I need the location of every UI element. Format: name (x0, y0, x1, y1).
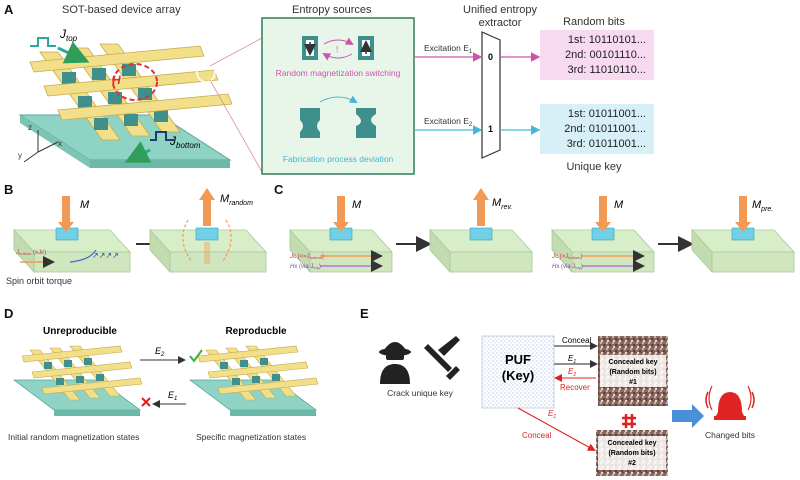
sword-icon (424, 336, 460, 380)
unique-key-row: 3rd: 01011001... (567, 138, 646, 150)
unique-key-box (540, 104, 654, 154)
unique-key-title: Unique key (566, 161, 622, 173)
panel-c-m-rev: Mrev. (492, 197, 512, 211)
axis-y: y (18, 151, 22, 160)
pulse-top-icon (30, 37, 56, 47)
panel-e-letter: E (360, 306, 369, 321)
puf-label: PUF (505, 352, 531, 367)
random-bits-title: Random bits (563, 16, 625, 28)
unreproducible-label: Unreproducible (43, 326, 117, 337)
excitation-2-label: Excitation E2 (424, 116, 473, 128)
panel-c-m1: M (352, 199, 362, 211)
key1-line: Concealed key (608, 359, 657, 366)
random-bits-row: 3rd: 11010110... (568, 64, 647, 76)
panel-c-letter: C (274, 182, 284, 197)
e1-top-label: E1 (568, 354, 576, 365)
j-top-label: Jtop (59, 27, 78, 43)
panel-c-jc2: Jc (>Jbottom) (551, 254, 582, 260)
switch-symbol: ! (336, 45, 338, 54)
alarm-bell-icon (705, 385, 755, 420)
panel-b-m-random: Mrandom (220, 193, 253, 207)
svg-text:↗↗↗↗: ↗↗↗↗ (92, 251, 119, 260)
panel-c-hx1: Hx (via Jtop) (290, 264, 321, 270)
switch-up-icon (358, 36, 374, 60)
cross-icon (141, 397, 151, 407)
panel-c-jc1: Jc (<=Jbottom) (289, 254, 324, 260)
mux-1: 1 (488, 124, 493, 134)
pulse-bottom-icon (150, 131, 174, 141)
panel-d-e2: E2 (155, 346, 165, 358)
fab-deviation-label: Fabrication process deviation (283, 154, 394, 164)
extractor-title-1: Unified entropy (463, 4, 537, 16)
entropy-sources-box (261, 17, 415, 175)
fab-device-2-icon (356, 108, 376, 138)
e2-top-label: E2 (568, 367, 576, 378)
panel-c-slab-3 (551, 227, 655, 274)
entropy-title: Entropy sources (292, 4, 372, 16)
device-array-title: SOT-based device array (62, 4, 181, 16)
crack-key-label: Crack unique key (387, 388, 453, 398)
axis-x: x (58, 139, 62, 148)
panel-b-caption: Spin orbit torque (6, 276, 72, 286)
key2-line: Concealed key (607, 440, 656, 447)
hacker-icon (379, 342, 411, 384)
mux-0: 0 (488, 52, 493, 62)
not-equal-icon (622, 414, 636, 428)
m-random-arrow-icon (199, 188, 215, 200)
panel-b-m: M (80, 199, 90, 211)
panel-c-slab-1 (289, 227, 393, 274)
blue-arrow-icon (672, 404, 704, 428)
j-bottom-label: Jbottom (169, 134, 201, 150)
panel-d-letter: D (4, 306, 13, 321)
random-bits-row: 2nd: 00101110... (565, 49, 646, 61)
panel-c-m-pre: Mpre. (752, 199, 773, 213)
panel-b-slab-left: ↗↗↗↗ (13, 227, 131, 274)
puf-key-label: (Key) (502, 368, 535, 383)
fab-device-1-icon (300, 108, 320, 138)
m-arrow-icon (58, 222, 74, 232)
sot-device-array (18, 43, 233, 168)
highlight-circle (196, 61, 216, 83)
panel-a-letter: A (4, 2, 14, 17)
panel-b-letter: B (4, 182, 13, 197)
conceal-top-label: Conceal (562, 336, 592, 345)
excitation-1-label: Excitation E1 (424, 43, 473, 55)
conceal-bottom-arrow (517, 407, 596, 451)
random-switching-label: Random magnetization switching (276, 68, 401, 78)
switch-down-icon (302, 36, 318, 60)
e1-bottom-label: E1 (548, 409, 556, 420)
recover-label: Recover (560, 383, 590, 392)
field-loop-icon (112, 63, 158, 101)
h-field-label: H (112, 73, 121, 87)
panel-d-right-caption: Specific magnetization states (196, 432, 306, 442)
random-bits-row: 1st: 10110101... (568, 34, 646, 46)
unique-key-row: 1st: 01011001... (568, 108, 646, 120)
panel-b-slab-right (149, 227, 267, 274)
panel-c-slab-2 (429, 227, 533, 274)
conceal-bottom-label: Conceal (522, 431, 552, 440)
panel-d-left-caption: Initial random magnetization states (8, 432, 139, 442)
random-bits-box (540, 30, 654, 80)
panel-c-slab-4 (691, 227, 795, 274)
panel-c-hx2: Hx (via Jtop) (552, 264, 583, 270)
panel-d-e1: E1 (168, 390, 177, 402)
key2-line: (Random bits) (608, 450, 655, 457)
panel-b-j-label: Jbottom (≥Jc) (15, 250, 46, 256)
key1-line: (Random bits) (609, 369, 656, 376)
key2-line: #2 (628, 460, 636, 467)
array-right (188, 345, 319, 416)
reproducible-label: Reproducble (225, 326, 287, 337)
mux-shape (481, 31, 501, 159)
unique-key-row: 2nd: 01011001... (564, 123, 646, 135)
panel-c-m2: M (614, 199, 624, 211)
key1-line: #1 (629, 379, 637, 386)
changed-bits-label: Changed bits (705, 430, 755, 440)
axes-icon (23, 130, 59, 163)
axis-z: z (28, 123, 32, 132)
extractor-title-2: extractor (479, 17, 522, 29)
check-icon (189, 349, 203, 363)
array-left (12, 345, 143, 416)
